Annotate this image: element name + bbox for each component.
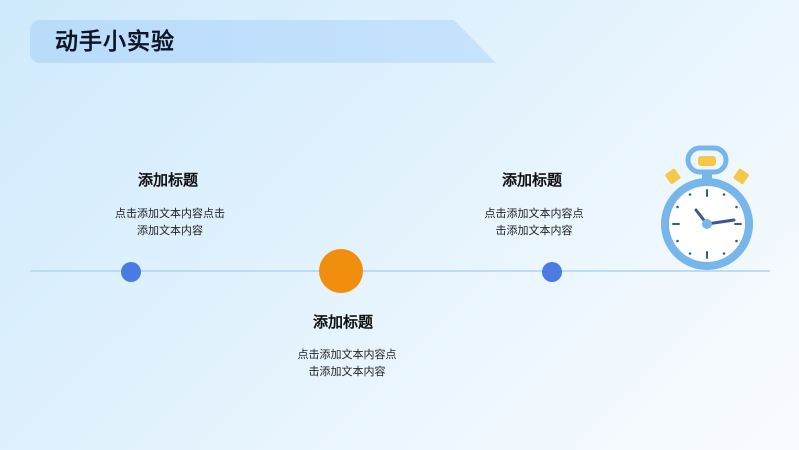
title-banner <box>30 20 496 63</box>
item-2-desc-line2: 击添加文本内容 <box>308 365 386 378</box>
timeline-node-2 <box>319 249 363 293</box>
item-3-desc-line2: 击添加文本内容 <box>495 224 573 237</box>
item-1-title: 添加标题 <box>137 171 198 189</box>
item-3-title: 添加标题 <box>501 171 562 189</box>
item-2-desc-line1: 点击添加文本内容点 <box>297 348 397 361</box>
timeline-line <box>30 270 770 272</box>
item-1-desc-line1: 点击添加文本内容点击 <box>115 207 225 220</box>
item-1-desc-line2: 添加文本内容 <box>137 224 203 237</box>
item-2-desc: 点击添加文本内容点 击添加文本内容 <box>247 346 447 380</box>
item-3-desc-line1: 点击添加文本内容点 <box>484 207 584 220</box>
timeline-node-3 <box>542 262 562 282</box>
stopwatch-icon <box>661 145 753 270</box>
item-1-desc: 点击添加文本内容点击 添加文本内容 <box>70 205 270 239</box>
item-3-desc: 点击添加文本内容点 击添加文本内容 <box>434 205 634 239</box>
item-2-title: 添加标题 <box>312 313 373 331</box>
page-title: 动手小实验 <box>55 29 175 55</box>
timeline-node-1 <box>121 262 141 282</box>
